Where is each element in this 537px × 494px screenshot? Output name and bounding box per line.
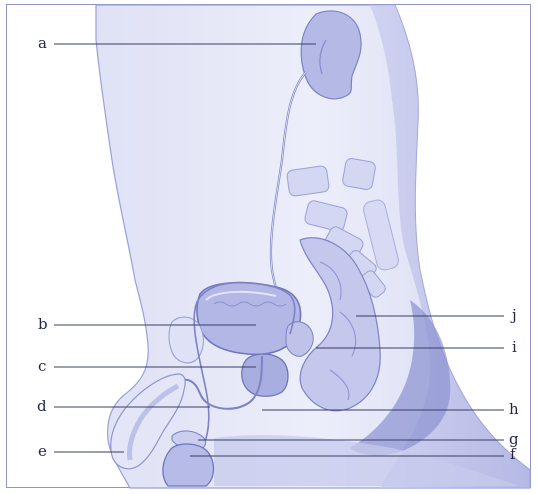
- label-i: i: [512, 340, 517, 355]
- label-j: j: [512, 308, 517, 323]
- label-d: d: [37, 399, 47, 414]
- bladder-shape: [197, 283, 301, 355]
- label-a: a: [38, 36, 47, 51]
- label-g: g: [509, 432, 519, 447]
- label-c: c: [38, 359, 46, 374]
- testis-shape: [163, 444, 214, 486]
- label-e: e: [38, 444, 47, 459]
- prostate-shape: [242, 354, 288, 396]
- label-h: h: [509, 402, 519, 417]
- label-b: b: [38, 317, 48, 332]
- label-f: f: [510, 447, 516, 462]
